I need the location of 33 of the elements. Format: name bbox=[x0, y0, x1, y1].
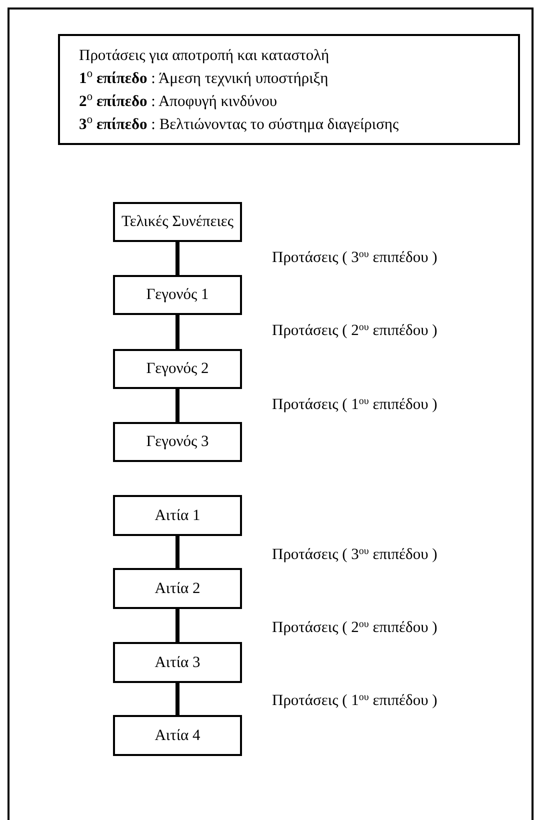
box-label: Τελικές Συνέπειες bbox=[121, 212, 234, 232]
legend-text: 1$^{ο}$ επίπεδο : Άμεση τεχνική υποστήριξη bbox=[79, 66, 330, 88]
proposal-label: Προτάσεις ( 1$^{ου}$ επιπέδου ) bbox=[272, 395, 438, 415]
box-label: Γεγονός 3 bbox=[146, 432, 209, 452]
process-box bbox=[113, 568, 242, 609]
proposal-label: Προτάσεις ( 3$^{ου}$ επιπέδου ) bbox=[272, 248, 438, 268]
box-label: Αιτία 2 bbox=[154, 578, 200, 599]
process-box bbox=[113, 715, 242, 756]
process-box bbox=[113, 642, 242, 683]
proposal-label: Προτάσεις ( 2$^{ου}$ επιπέδου ) bbox=[272, 618, 438, 638]
connector-line bbox=[176, 315, 180, 349]
box-label: Αιτία 3 bbox=[154, 652, 200, 673]
legend-text: 2$^{ο}$ επίπεδο : Αποφυγή κινδύνου bbox=[79, 90, 278, 112]
legend-text: Προτάσεις για αποτροπή και καταστολή bbox=[79, 46, 330, 66]
box-label: Γεγονός 2 bbox=[146, 359, 209, 380]
process-box bbox=[113, 275, 242, 315]
connector-line bbox=[176, 242, 180, 275]
proposal-label: Προτάσεις ( 2$^{ου}$ επιπέδου ) bbox=[272, 321, 438, 341]
box-label: Γεγονός 1 bbox=[146, 285, 209, 306]
proposal-label: Προτάσεις ( 1$^{ου}$ επιπέδου ) bbox=[272, 691, 438, 711]
legend-text: 3$^{ο}$ επίπεδο : Βελτιώνοντας το σύστημα διαγείρισης bbox=[79, 112, 400, 134]
connector-line bbox=[176, 389, 180, 422]
box-label: Αιτία 4 bbox=[154, 726, 200, 746]
proposal-label: Προτάσεις ( 3$^{ου}$ επιπέδου ) bbox=[272, 545, 438, 565]
connector-line bbox=[176, 609, 180, 642]
process-box bbox=[113, 349, 242, 389]
box-label: Αιτία 1 bbox=[154, 506, 200, 526]
connector-line bbox=[176, 683, 180, 715]
process-box bbox=[113, 495, 242, 536]
connector-line bbox=[176, 536, 180, 568]
legend-box bbox=[58, 34, 520, 145]
process-box bbox=[113, 202, 242, 242]
process-box bbox=[113, 422, 242, 462]
